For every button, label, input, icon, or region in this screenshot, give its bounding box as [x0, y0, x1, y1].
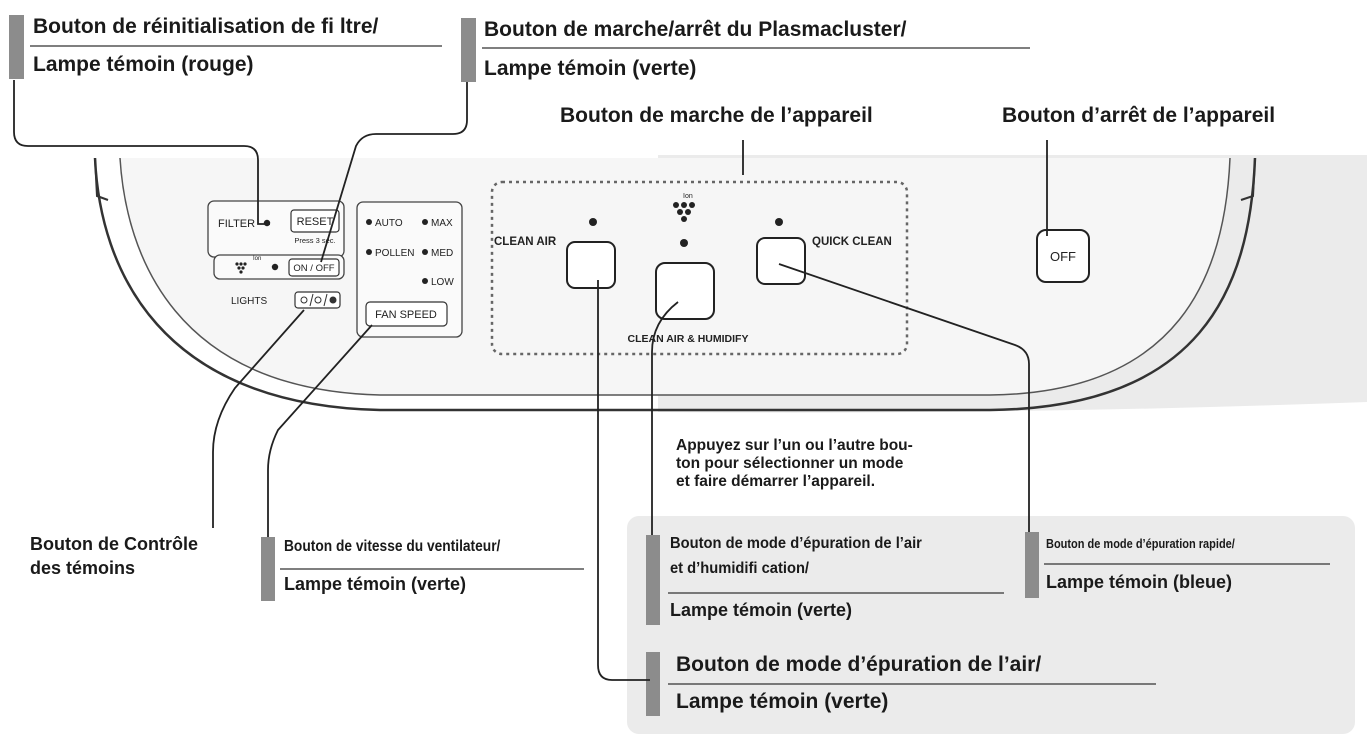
ion-icon-large [673, 202, 695, 222]
quick-clean-callout: Bouton de mode d’épuration rapide/ [1046, 537, 1235, 551]
ion-lamp [271, 263, 279, 271]
filter-lamp-label: Lampe témoin (rouge) [33, 53, 254, 76]
quick-clean-lamp [775, 218, 783, 226]
fan-speed-btn-label: FAN SPEED [375, 309, 437, 321]
filter-label: FILTER [218, 218, 255, 230]
mode-select-note: Appuyez sur l’un ou l’autre bou- ton pou… [676, 437, 913, 490]
clean-air-button [566, 241, 616, 289]
reset-button [290, 209, 340, 233]
leader-humidify [651, 301, 679, 535]
power-on-label: Bouton de marche de l’appareil [560, 104, 873, 127]
lights-button [294, 291, 341, 309]
clean-air-humidify-label: CLEAN AIR & HUMIDIFY [628, 333, 749, 345]
fan-speed-lamp-label: Lampe témoin (verte) [284, 574, 467, 594]
fan-speed-button [365, 301, 448, 327]
reset-label: RESET [297, 216, 334, 228]
filter-ion-panel: FILTER RESET Press 3 sec. Ion ON / OFF L… [207, 200, 345, 309]
mode-group-outline [490, 180, 909, 356]
leader-quick-clean [778, 263, 1030, 532]
clean-air-lamp-label: Lampe témoin (verte) [676, 690, 889, 713]
off-button [1036, 229, 1090, 283]
quick-clean-lamp-label: Lampe témoin (bleue) [1046, 572, 1233, 592]
plasmacluster-lamp-label: Lampe témoin (verte) [484, 57, 697, 80]
clean-air-humidify-lamp-label: Lampe témoin (verte) [670, 600, 853, 620]
fan-speed-label: Bouton de vitesse du ventilateur/ [284, 538, 501, 555]
max-label: MAX [431, 218, 453, 229]
low-label: LOW [431, 277, 454, 288]
on-off-button [288, 258, 340, 277]
grey-panel-bottom [627, 516, 1355, 734]
ion-large-label: Ion [683, 193, 693, 200]
light-control-label: Bouton de Contrôle [30, 534, 198, 554]
clean-air-label: CLEAN AIR [494, 236, 557, 248]
lights-icon [300, 293, 337, 307]
power-off-label: Bouton d’arrêt de l’appareil [1002, 104, 1276, 127]
clean-air-callout: Bouton de mode d’épuration de l’air/ [676, 653, 1042, 676]
clean-air-humidify-callout-2: et d’humidifi cation/ [670, 560, 810, 577]
quick-clean-button [756, 237, 806, 285]
leader-plasmacluster [320, 82, 468, 263]
leader-filter [13, 80, 270, 225]
fan-speed-panel: AUTO MAX POLLEN MED LOW FAN SPEED [356, 201, 463, 338]
med-label: MED [431, 248, 453, 259]
ion-icon-small [235, 262, 247, 274]
ion-small-label: Ion [253, 256, 261, 262]
leader-lights [212, 309, 305, 528]
leader-fan [267, 324, 373, 537]
leader-lines [13, 80, 1048, 681]
off-label: OFF [1050, 249, 1076, 264]
clean-air-humidify-button [655, 262, 715, 320]
clean-air-humidify-callout: Bouton de mode d’épuration de l’air [670, 535, 922, 552]
on-off-label: ON / OFF [293, 263, 334, 274]
leader-clean-air [597, 280, 650, 681]
light-control-label-2: des témoins [30, 558, 136, 578]
label-rules [30, 45, 1330, 685]
pollen-label: POLLEN [375, 248, 414, 259]
humidify-lamp [680, 239, 688, 247]
plasmacluster-label: Bouton de marche/arrêt du Plasmacluster/ [484, 18, 907, 41]
label-markers [9, 15, 1039, 716]
clean-air-lamp [589, 218, 597, 226]
lights-label: LIGHTS [231, 296, 267, 307]
filter-reset-label: Bouton de réinitialisation de fi ltre/ [33, 15, 379, 38]
quick-clean-label: QUICK CLEAN [812, 236, 892, 248]
press-label: Press 3 sec. [294, 236, 335, 245]
filter-lamp [263, 219, 271, 227]
auto-label: AUTO [375, 218, 403, 229]
